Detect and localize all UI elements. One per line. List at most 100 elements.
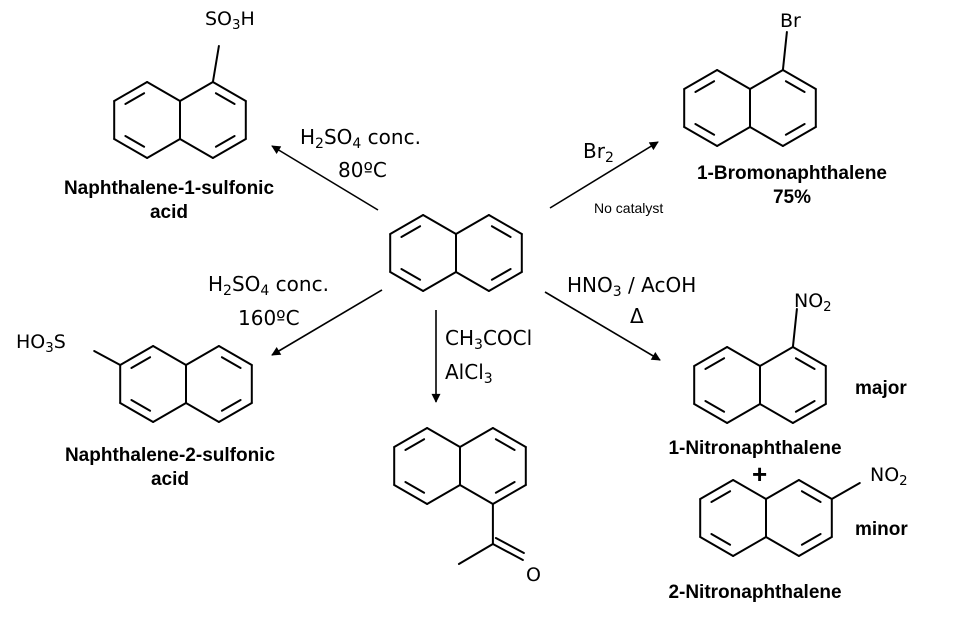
naphthalene-1-sulfonic-bond [146,138,181,159]
acylation-catalyst: AlCl3 [445,360,493,388]
nitro-2-minor-tag: minor [855,519,908,540]
nitronaphthalene-2-bond [699,536,735,557]
c-br-bond [781,31,788,71]
sulfonation-1-temperature: 80ºC [338,158,387,182]
naphthalene-center-bond [487,214,523,235]
bromonaphthalene-double-bond [784,80,806,93]
nitration-heat: Δ [630,304,644,328]
nitronaphthalene-1-bond [693,403,729,424]
nitronaphthalene-2-bond [765,479,800,500]
naphthalene-1-sulfonic-bond [211,81,247,102]
acetylnaphthalene-bond [491,427,527,448]
bromine-label: Br [780,10,801,32]
nitronaphthalene-1-bond [693,346,729,367]
nitronaphthalene-1-bond [726,346,761,367]
bromonaphthalene-bond [716,69,751,90]
nitration-reagent: HNO3 / AcOH [567,273,697,301]
bromonaphthalene-bond [683,126,719,147]
nitronaphthalene-1-double-bond [794,400,816,413]
nitronaphthalene-1-double-bond [704,357,726,370]
nitronaphthalene-2-double-bond [710,533,732,546]
acetylnaphthalene-bond [491,484,527,505]
naphthalene-center-bond [487,271,523,292]
ho3s-group-label: HO3S [16,331,66,356]
naphthalene-2-sulfonic-bond [119,402,155,423]
product-name-sulfonic-1: Naphthalene-1-sulfonic acid [63,178,275,223]
bromonaphthalene-bond [781,69,817,90]
nitronaphthalene-2-double-bond [710,490,732,503]
naphthalene-1-sulfonic-bond [179,81,214,102]
nitronaphthalene-2-bond [732,536,767,557]
nitro-1-major-tag: major [855,378,907,399]
nitronaphthalene-1-bond [791,346,827,367]
naphthalene-center-double-bond [490,268,512,281]
naphthalene-2-sulfonic-bond [217,345,253,366]
c-s-bond [93,350,122,366]
naphthalene-1-sulfonic-double-bond [214,135,236,148]
plus-sign: + [752,459,768,489]
naphthalene-center-bond [422,271,457,292]
naphthalene-1-sulfonic-bond [179,138,214,159]
product-name-nitro-2: 2-Nitronaphthalene [668,582,842,603]
acetylnaphthalene-bond [459,427,494,448]
nitronaphthalene-1-bond [726,403,761,424]
naphthalene-center-bond [389,214,425,235]
no2-minor-label: NO2 [870,464,908,489]
acetylnaphthalene-double-bond [404,481,426,494]
naphthalene-1-sulfonic-bond [211,138,247,159]
product-name-bromo: 1-Bromonaphthalene 75% [672,164,912,207]
bromination-reagent: Br2 [583,139,614,167]
product-name-sulfonic-2: Naphthalene-2-sulfonic acid [64,445,276,490]
naphthalene-2-sulfonic-double-bond [220,356,242,369]
acetylnaphthalene-bond [426,484,461,505]
acetylnaphthalene-bond [426,427,461,448]
arrow-sulfonation-2 [271,289,383,356]
acetylnaphthalene-bond [393,484,429,505]
naphthalene-1-sulfonic-bond [113,138,149,159]
naphthalene-1-sulfonic-bond [146,81,181,102]
no2-major-label: NO2 [794,290,832,315]
bromonaphthalene-bond [781,126,817,147]
bromonaphthalene-bond [749,69,784,90]
arrow-sulfonation-1 [271,145,379,211]
nitronaphthalene-2-bond [765,536,800,557]
naphthalene-1-sulfonic-double-bond [124,135,146,148]
bromonaphthalene-bond [749,126,784,147]
nitronaphthalene-1-bond [759,403,794,424]
carbonyl-bond [491,543,524,561]
arrow-nitration [544,291,661,361]
naphthalene-2-sulfonic-bond [185,345,220,366]
naphthalene-1-sulfonic-double-bond [124,92,146,105]
naphthalene-center-bond [389,271,425,292]
nitronaphthalene-1-double-bond [704,400,726,413]
naphthalene-center-double-bond [400,225,422,238]
carbonyl-double-bond [494,537,525,554]
nitronaphthalene-1-bond [791,403,827,424]
sulfonation-2-reagent: H2SO4 conc. [208,272,329,300]
acetylnaphthalene-double-bond [494,438,516,451]
naphthalene-2-sulfonic-double-bond [130,356,152,369]
naphthalene-2-sulfonic-bond [152,345,187,366]
acetylnaphthalene-double-bond [404,438,426,451]
bromo-yield: 75% [772,187,812,208]
bromonaphthalene-double-bond [694,80,716,93]
nitronaphthalene-1-bond [759,346,794,367]
sulfonation-2-temperature: 160ºC [238,306,300,330]
naphthalene-2-sulfonic-bond [152,402,187,423]
naphthalene-center-double-bond [490,225,512,238]
nitronaphthalene-2-bond [797,479,833,500]
naphthalene-center-double-bond [400,268,422,281]
naphthalene-1-sulfonic-double-bond [214,92,236,105]
c-n-bond [830,482,861,500]
acetylnaphthalene-bond [393,427,429,448]
carbonyl-oxygen-label: O [526,564,541,586]
acetylnaphthalene-bond [459,484,494,505]
bromonaphthalene-double-bond [694,123,716,136]
bromonaphthalene-double-bond [784,123,806,136]
nitronaphthalene-2-double-bond [800,533,822,546]
c-n-bond [791,308,798,348]
acylation-reagent: CH3COCl [445,326,533,354]
nitronaphthalene-2-double-bond [800,490,822,503]
naphthalene-2-sulfonic-bond [119,345,155,366]
